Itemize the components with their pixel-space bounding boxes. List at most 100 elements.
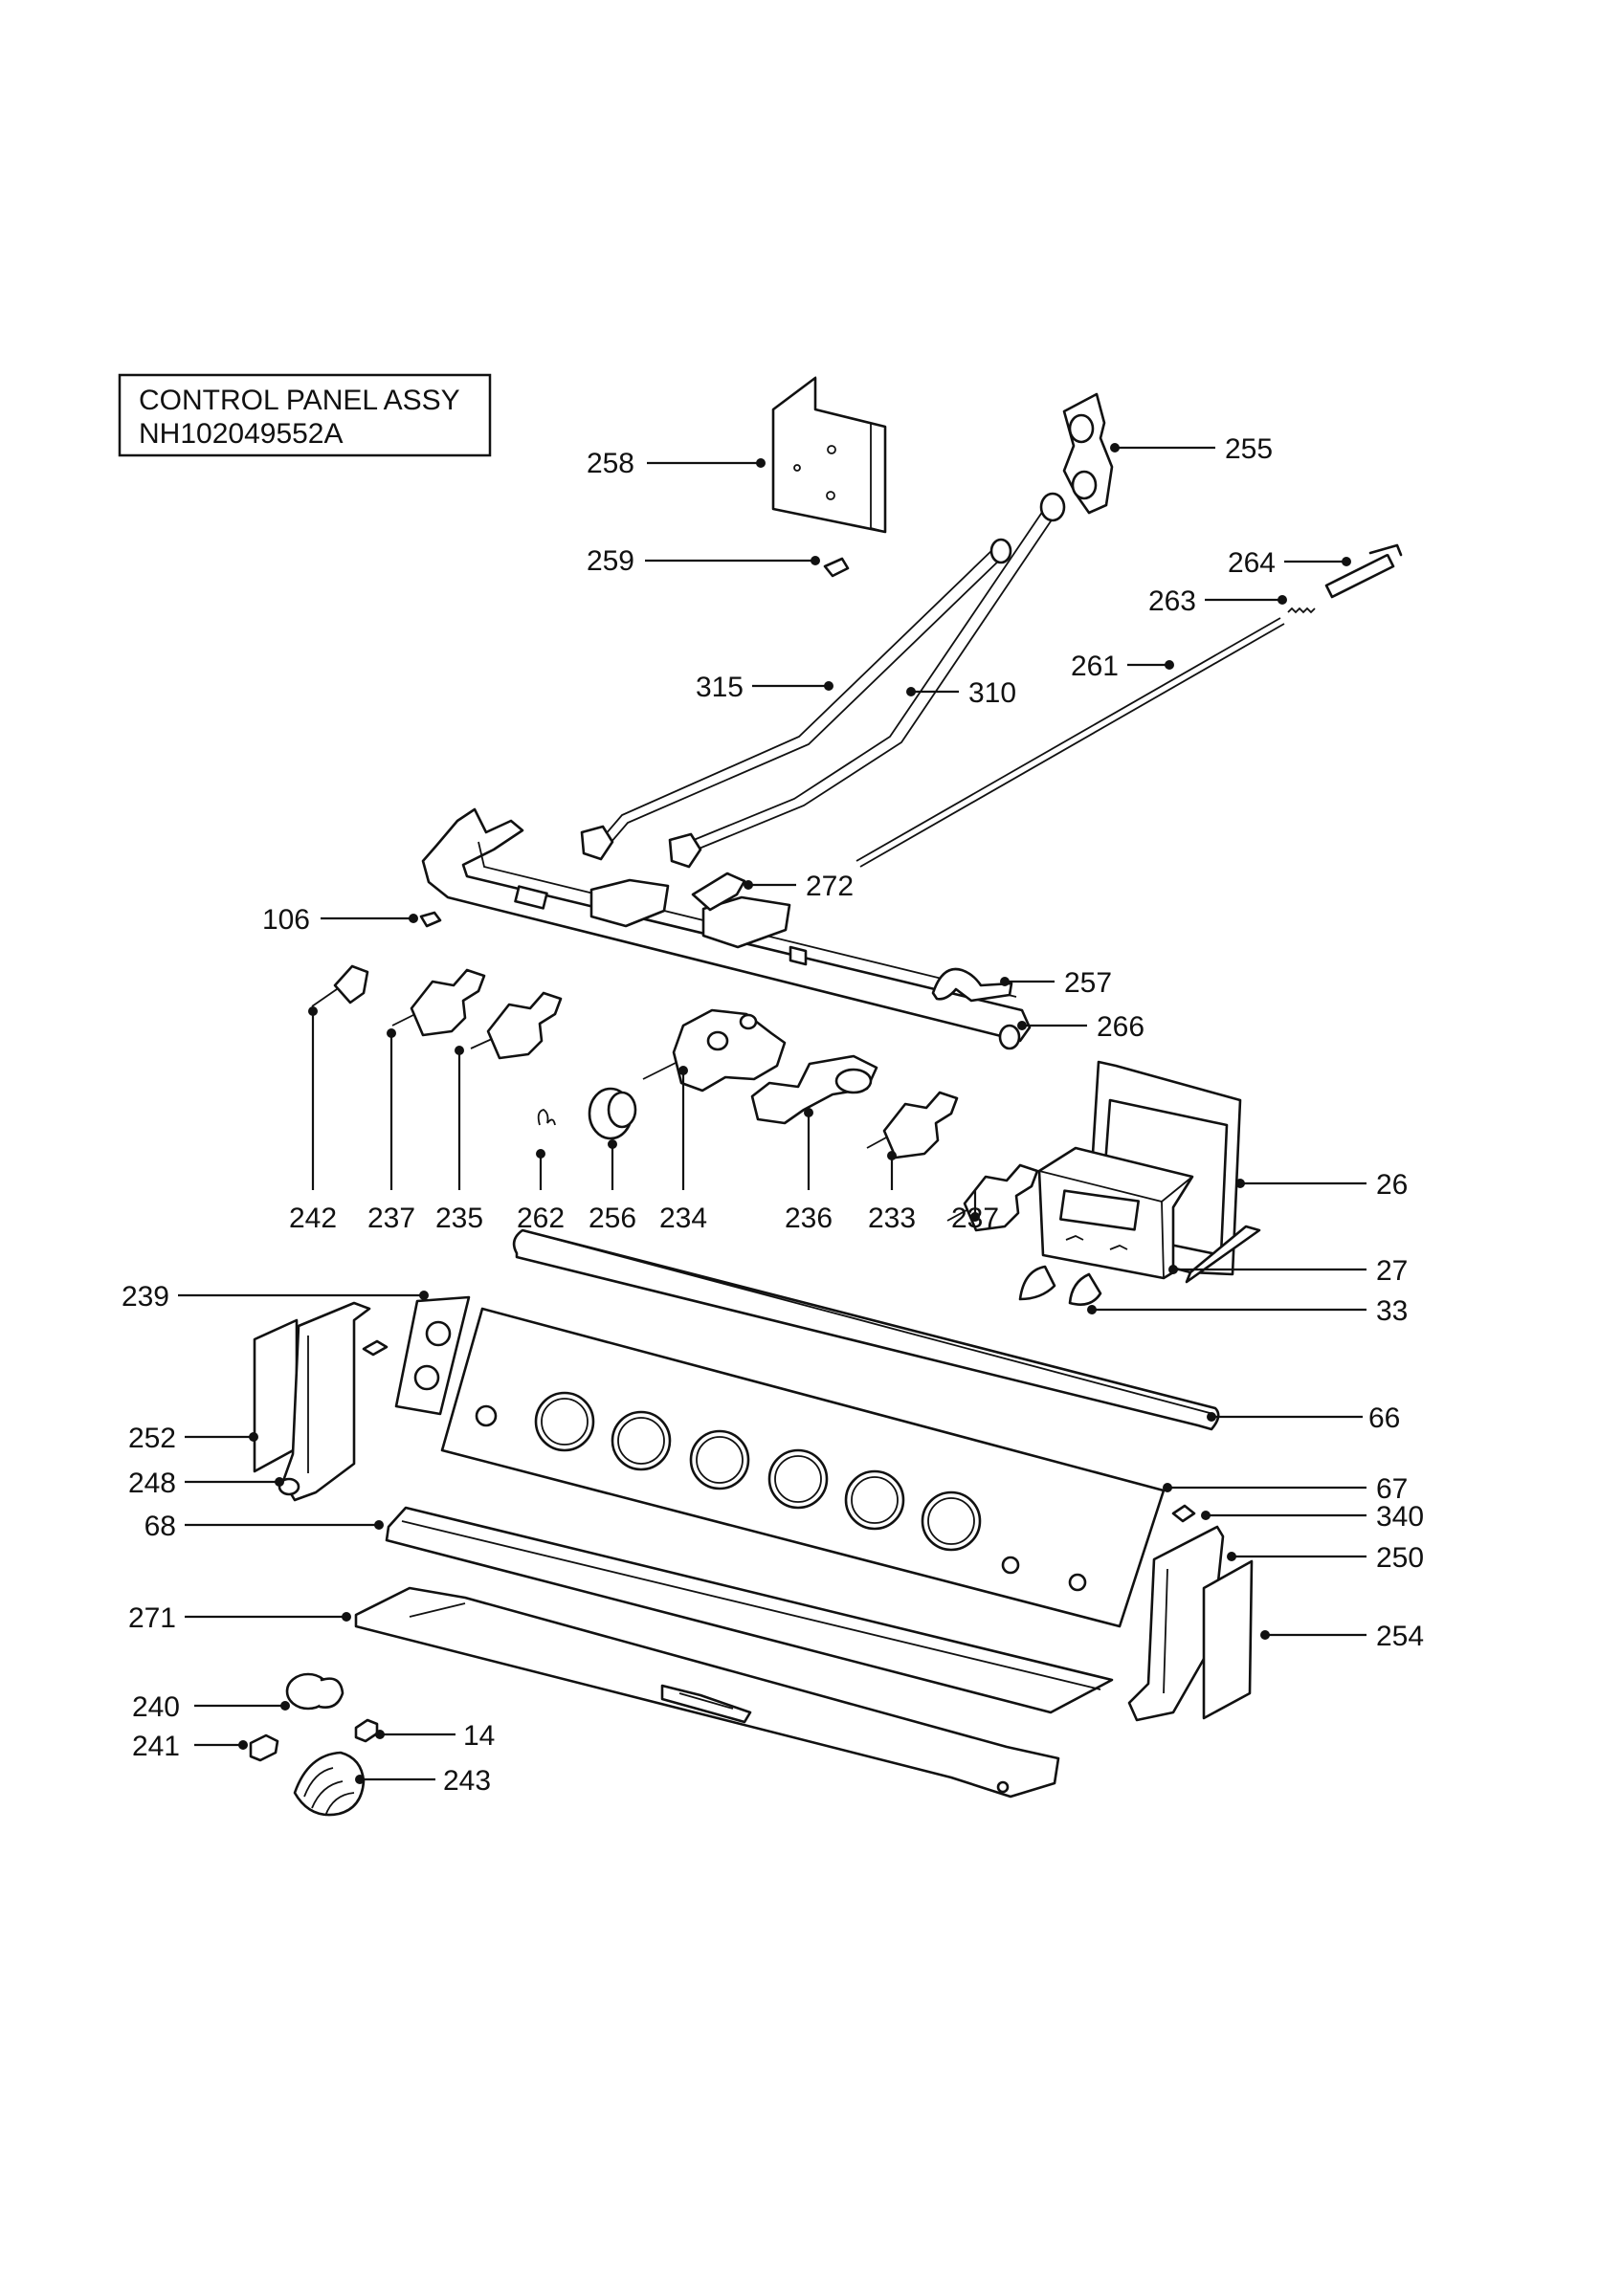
part-234-valve (642, 1008, 787, 1093)
callout-label: 66 (1368, 1402, 1400, 1434)
callout-label: 26 (1376, 1169, 1408, 1201)
callout-266: 266 (1017, 1011, 1144, 1043)
callout-label: 272 (806, 871, 854, 902)
part-242-electrode (311, 964, 369, 1007)
part-264-rod (1324, 543, 1403, 599)
callout-67: 67 (1163, 1473, 1408, 1505)
callout-241: 241 (132, 1731, 248, 1762)
part-239-insert (394, 1295, 471, 1416)
part-106-nut (419, 911, 442, 928)
part-266-manifold (421, 807, 1032, 1050)
callout-label: 14 (463, 1720, 495, 1752)
callout-234: 234 (659, 1066, 707, 1234)
callout-label: 235 (435, 1203, 483, 1234)
callout-label: 250 (1376, 1542, 1424, 1574)
callout-235: 235 (435, 1046, 483, 1234)
part-259-screw (823, 557, 850, 578)
callout-106: 106 (262, 904, 418, 936)
callout-label: 27 (1376, 1255, 1408, 1287)
callout-258: 258 (587, 448, 766, 479)
callout-label: 259 (587, 545, 634, 577)
callout-237-left: 237 (367, 1028, 415, 1234)
callout-label: 252 (128, 1423, 176, 1454)
callout-14: 14 (375, 1720, 495, 1752)
part-310-pipe (668, 492, 1066, 869)
callout-label: 237 (951, 1203, 999, 1234)
callout-label: 340 (1376, 1501, 1424, 1533)
callout-310: 310 (906, 677, 1016, 709)
part-67-panel (440, 1307, 1166, 1628)
callout-label: 33 (1376, 1295, 1408, 1327)
callout-label: 266 (1097, 1011, 1144, 1043)
part-236-thermostat (750, 1054, 878, 1125)
callout-262: 262 (517, 1149, 565, 1234)
callout-label: 258 (587, 448, 634, 479)
part-262-clip (537, 1109, 556, 1126)
callout-259: 259 (587, 545, 820, 577)
callout-label: 262 (517, 1203, 565, 1234)
callout-label: 241 (132, 1731, 180, 1762)
callout-label: 256 (589, 1203, 636, 1234)
callout-label: 248 (128, 1468, 176, 1499)
callout-33: 33 (1087, 1295, 1408, 1327)
callout-label: 254 (1376, 1621, 1424, 1652)
callout-27: 27 (1168, 1255, 1408, 1287)
part-27-timer (1037, 1146, 1194, 1280)
part-235-valve (470, 991, 563, 1060)
part-14-ring (354, 1718, 379, 1743)
callout-26: 26 (1235, 1169, 1408, 1201)
callout-271: 271 (128, 1602, 351, 1634)
callout-242: 242 (289, 1006, 337, 1234)
part-263-spring (1287, 607, 1316, 614)
callout-label: 242 (289, 1203, 337, 1234)
part-248-end-bracket (278, 1301, 389, 1502)
part-233-valve (866, 1091, 959, 1159)
part-271-bracket (354, 1586, 1060, 1799)
callout-340: 340 (1201, 1501, 1424, 1533)
part-68-trim (385, 1506, 1114, 1714)
callout-label: 106 (262, 904, 310, 936)
callout-255: 255 (1110, 433, 1273, 465)
callout-label: 233 (868, 1203, 916, 1234)
part-drawings (249, 376, 1403, 1817)
title-box: CONTROL PANEL ASSY NH102049552A (118, 373, 492, 457)
callout-239: 239 (122, 1281, 429, 1313)
callout-label: 310 (968, 677, 1016, 709)
callouts: 258 255 259 264 263 315 310 261 (122, 433, 1424, 1797)
part-257-clamp (931, 967, 1013, 1003)
assembly-title: CONTROL PANEL ASSY (139, 385, 460, 416)
part-240-knob (285, 1672, 344, 1711)
callout-248: 248 (128, 1468, 284, 1499)
callout-256: 256 (589, 1139, 636, 1234)
callout-label: 240 (132, 1691, 180, 1723)
assembly-part-number: NH102049552A (139, 418, 344, 450)
part-261-rod (855, 617, 1285, 868)
callout-label: 315 (696, 672, 744, 703)
part-237-valve-right (946, 1163, 1039, 1232)
callout-label: 237 (367, 1203, 415, 1234)
part-256-collar (588, 1087, 637, 1140)
callout-252: 252 (128, 1423, 258, 1454)
part-243-control-knob (293, 1751, 366, 1817)
part-315-pipe (580, 538, 1012, 861)
callout-250: 250 (1227, 1542, 1424, 1574)
callout-254: 254 (1260, 1621, 1424, 1652)
part-33-knobs (1018, 1265, 1102, 1306)
part-254-end-cover (1202, 1559, 1254, 1720)
callout-243: 243 (355, 1765, 491, 1797)
callout-236: 236 (785, 1108, 833, 1234)
callout-261: 261 (1071, 651, 1174, 682)
part-250-end-bracket (1127, 1525, 1225, 1722)
callout-label: 236 (785, 1203, 833, 1234)
callout-label: 264 (1228, 547, 1276, 579)
callout-label: 243 (443, 1765, 491, 1797)
callout-label: 255 (1225, 433, 1273, 465)
callout-240: 240 (132, 1691, 290, 1723)
callout-68: 68 (144, 1511, 384, 1542)
callout-label: 239 (122, 1281, 169, 1313)
part-272-clip (691, 872, 746, 912)
callout-272: 272 (744, 871, 854, 902)
part-258-bracket (771, 376, 887, 534)
callout-257: 257 (1000, 967, 1112, 999)
callout-264: 264 (1228, 547, 1351, 579)
